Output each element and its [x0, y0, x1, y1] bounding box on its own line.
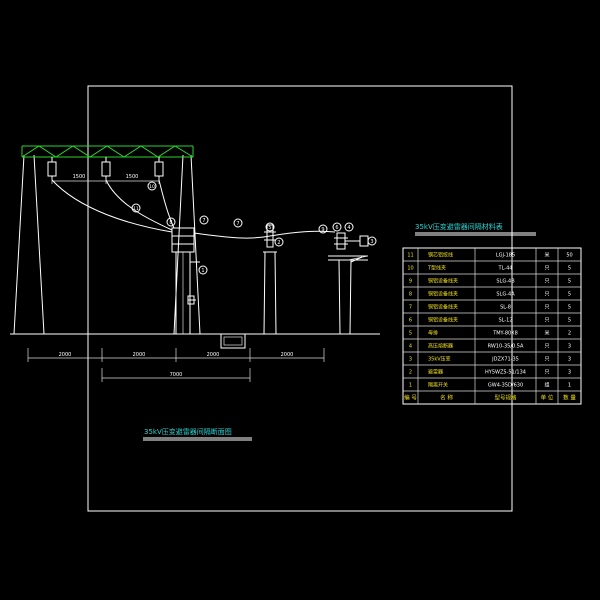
table-cell: 只	[544, 318, 549, 324]
table-cell: 铜铝设备线夹	[428, 291, 458, 298]
table-title: 35kV压变避雷器间隔材料表	[415, 222, 503, 231]
table-cell: 3	[409, 357, 412, 363]
table-cell: 5	[568, 266, 571, 272]
callout-label: 1	[201, 268, 204, 274]
table-header-cell: 单 位	[541, 394, 554, 402]
table-header-cell: 名 称	[440, 394, 453, 402]
callout-label: 7	[202, 218, 205, 224]
table-cell: 铜铝设备线夹	[428, 317, 458, 324]
callouts: 1 2 3 4 5 6 7 8 9 10 11 7	[131, 181, 377, 275]
table-cell: 只	[544, 344, 549, 350]
table-cell: SL-8	[500, 305, 511, 311]
table-cell: LGJ-185	[496, 253, 515, 259]
table-cell: 2	[409, 370, 412, 376]
table-cell: SL-12	[498, 318, 512, 324]
table-cell: 5	[568, 318, 571, 324]
table-cell: 5	[568, 292, 571, 298]
table-cell: 5	[409, 331, 412, 337]
table-cell: 3	[568, 344, 571, 350]
span-conductors	[193, 230, 336, 239]
bottom-dimensions: 2000 2000 2000 2000 7000	[27, 348, 325, 382]
ground	[10, 333, 380, 349]
table-cell: 米	[544, 252, 549, 259]
callout-label: 7	[236, 221, 239, 227]
bus-span-label: 1500	[126, 174, 139, 180]
table-cell: 35kV压变	[428, 356, 451, 363]
callout-label: 11	[133, 206, 139, 212]
callout-label: 6	[335, 225, 338, 231]
table-cell: HY5WZ5-51/134	[485, 370, 526, 376]
table-cell: 隔离开关	[428, 382, 448, 389]
table-cell: 铜铝设备线夹	[428, 304, 458, 311]
table-cell: 铜铝设备线夹	[428, 278, 458, 285]
table-cell: 避雷器	[428, 369, 443, 376]
callout-label: 4	[347, 225, 350, 231]
callout-label: 9	[321, 227, 324, 233]
dimension-label: 2000	[59, 352, 72, 358]
table-cell: SLG-4A	[496, 292, 515, 298]
table-cell: TMY-80X8	[492, 331, 518, 337]
table-cell: 9	[409, 279, 412, 285]
table-cell: 10	[407, 266, 413, 272]
dimension-label: 2000	[207, 352, 220, 358]
table-cell: JDZX71-35	[491, 357, 519, 363]
table-cell: RW10-35/0.5A	[488, 344, 524, 350]
table-cell: 1	[409, 383, 412, 389]
table-cell: 只	[544, 357, 549, 363]
table-cell: 4	[409, 344, 412, 350]
table-cell: 只	[544, 279, 549, 285]
table-cell: 高压熔断器	[428, 343, 453, 350]
table-cell: 3	[568, 357, 571, 363]
table-cell: 只	[544, 292, 549, 298]
dimension-label: 2000	[133, 352, 146, 358]
table-cell: T型线夹	[427, 265, 446, 272]
table-header-cell: 数 量	[563, 394, 576, 402]
table-cell: 50	[566, 253, 572, 259]
bus-droppers	[51, 179, 175, 233]
table-cell: 7	[409, 305, 412, 311]
table-cell: 11	[407, 253, 413, 259]
table-cell: 钢芯铝绞线	[428, 252, 453, 259]
bus-span-label: 1500	[73, 174, 86, 180]
table-cell: 组	[544, 382, 549, 389]
table-cell: 5	[568, 305, 571, 311]
table-cell: 3	[568, 370, 571, 376]
drawing-frame	[87, 85, 513, 512]
callout-label: 8	[169, 220, 172, 226]
surge-arrester	[263, 224, 277, 335]
table-cell: 只	[544, 266, 549, 272]
table-header-cell: 编 号	[404, 394, 417, 402]
table-header-cell: 型号规格	[494, 394, 517, 402]
section-title: 35kV压变避雷器间隔断面图	[144, 427, 232, 436]
table-cell: 2	[568, 331, 571, 337]
table-cell: 米	[544, 330, 549, 337]
callout-label: 3	[370, 239, 373, 245]
table-cell: SLG-4B	[496, 279, 515, 285]
suspension-insulators	[47, 157, 164, 180]
total-dimension-label: 7000	[170, 372, 183, 378]
table-cell: 8	[409, 292, 412, 298]
table-cell: 只	[544, 305, 549, 311]
table-cell: 5	[568, 279, 571, 285]
table-cell: GW4-35D/630	[488, 383, 523, 389]
callout-label: 10	[149, 184, 155, 190]
table-cell: 6	[409, 318, 412, 324]
table-cell: 只	[544, 370, 549, 376]
dimension-label: 2000	[281, 352, 294, 358]
table-cell: 母排	[428, 330, 438, 337]
callout-label: 5	[268, 225, 271, 231]
table-cell: TL-44	[498, 266, 513, 272]
callout-label: 2	[277, 240, 280, 246]
voltage-transformer	[328, 232, 369, 335]
table-cell: 1	[568, 383, 571, 389]
